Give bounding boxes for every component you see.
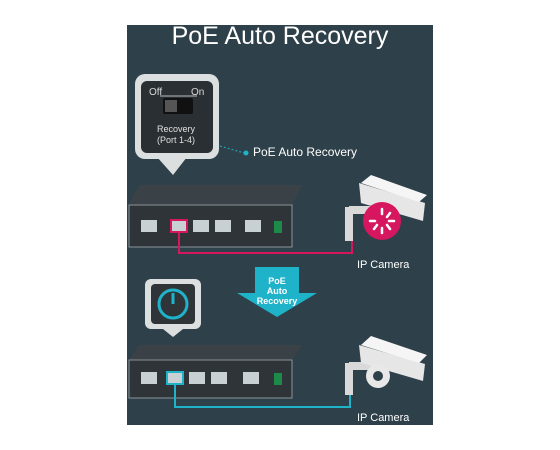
camera-label-bottom: IP Camera	[357, 412, 410, 424]
arrow-label-line2: Auto	[266, 286, 288, 296]
page-title: PoE Auto Recovery	[171, 25, 389, 50]
down-arrow-icon	[237, 267, 317, 317]
arrow-label-line3: Recovery	[256, 296, 298, 306]
ip-camera-icon	[345, 175, 427, 241]
network-switch-icon	[128, 345, 302, 399]
ip-camera-icon	[345, 336, 427, 395]
recovery-label-line1: Recovery	[156, 124, 195, 134]
network-switch-icon	[128, 185, 302, 248]
arrow-label: PoE Auto Recovery	[242, 276, 312, 306]
infographic-panel: PoE Auto Recovery	[127, 25, 433, 425]
dip-switch-icon	[135, 74, 219, 175]
switch-off-label: Off	[149, 87, 163, 98]
switch-on-label: On	[191, 87, 205, 98]
recovery-label-line2: (Port 1-4)	[156, 135, 195, 145]
arrow-label-line1: PoE	[268, 276, 286, 286]
camera-label-top: IP Camera	[357, 259, 410, 271]
callout-connector	[219, 145, 249, 156]
callout-label: PoE Auto Recovery	[253, 145, 358, 159]
power-icon	[145, 279, 201, 337]
recovery-label: Recovery (Port 1-4)	[141, 124, 211, 146]
illustration	[128, 74, 427, 408]
